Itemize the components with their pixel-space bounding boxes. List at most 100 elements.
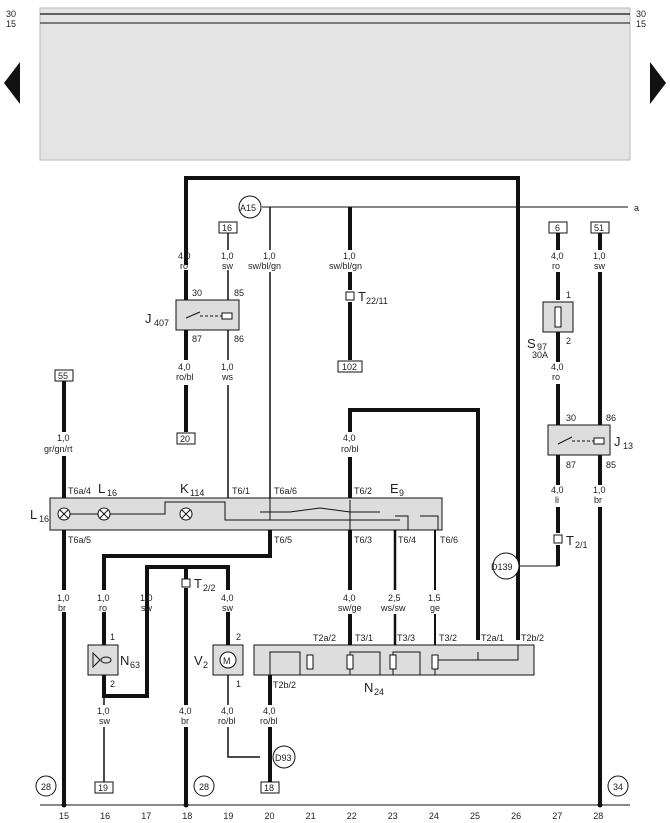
w2-size: 1,0 (221, 251, 234, 261)
column-number: 23 (388, 811, 398, 821)
svg-text:T6/4: T6/4 (398, 535, 416, 545)
column-number: 21 (306, 811, 316, 821)
svg-text:T2a/2: T2a/2 (313, 633, 336, 643)
top-panel (39, 7, 631, 161)
svg-text:T2b/2: T2b/2 (521, 633, 544, 643)
box-19 (94, 781, 114, 794)
t21-name: T (566, 533, 574, 548)
w21-size: 1,0 (97, 706, 110, 716)
svg-text:T6/2: T6/2 (354, 486, 372, 496)
k114-name: K (180, 481, 189, 496)
svg-text:T3/3: T3/3 (397, 633, 415, 643)
n63-name: N (120, 653, 129, 668)
v2-name: V (194, 653, 203, 668)
svg-text:T6/6: T6/6 (440, 535, 458, 545)
svg-text:51: 51 (594, 223, 604, 233)
column-number: 22 (347, 811, 357, 821)
svg-text:114: 114 (190, 488, 204, 498)
w7-color: gr/gn/rt (44, 444, 73, 454)
svg-text:2: 2 (110, 679, 115, 689)
svg-text:T6/3: T6/3 (354, 535, 372, 545)
svg-text:2: 2 (236, 632, 241, 642)
w3-color: sw/bl/gn (248, 261, 281, 271)
l16-top-name: L (98, 481, 105, 496)
w4-size: 1,0 (343, 251, 356, 261)
column-number: 20 (265, 811, 275, 821)
svg-text:T2a/1: T2a/1 (481, 633, 504, 643)
w22-size: 4,0 (179, 706, 192, 716)
w16-size: 1,0 (140, 593, 153, 603)
w11-size: 4,0 (551, 362, 564, 372)
rail-label-15: 15 (6, 19, 16, 29)
w14-color: br (58, 603, 66, 613)
svg-text:63: 63 (130, 660, 140, 670)
t21-sub: 2/1 (575, 540, 588, 550)
w21-color: sw (99, 716, 111, 726)
w20-size: 1,5 (428, 593, 441, 603)
svg-text:87: 87 (566, 460, 576, 470)
next-arrow-icon[interactable] (650, 62, 666, 104)
circle-28-left (35, 775, 57, 797)
svg-text:T6a/4: T6a/4 (68, 486, 91, 496)
svg-text:T6/5: T6/5 (274, 535, 292, 545)
w18-size: 4,0 (343, 593, 356, 603)
svg-text:T6a/5: T6a/5 (68, 535, 91, 545)
svg-text:1: 1 (236, 679, 241, 689)
svg-text:9: 9 (399, 488, 404, 498)
w12-color: li (555, 495, 559, 505)
column-number: 24 (429, 811, 439, 821)
column-number: 26 (511, 811, 521, 821)
box-18 (260, 781, 280, 794)
svg-text:T6/1: T6/1 (232, 486, 250, 496)
svg-text:28: 28 (199, 782, 209, 792)
svg-text:2/2: 2/2 (203, 583, 216, 593)
prev-arrow-icon[interactable] (4, 62, 20, 104)
j407-name: J (145, 311, 152, 326)
w14-size: 1,0 (57, 593, 70, 603)
svg-text:85: 85 (234, 288, 244, 298)
w22-color: br (181, 716, 189, 726)
svg-text:16: 16 (107, 488, 117, 498)
n24-name: N (364, 680, 373, 695)
rail-label-15-right: 15 (636, 19, 646, 29)
e9-name: E (390, 481, 399, 496)
w17-color: sw (222, 603, 234, 613)
column-number: 16 (100, 811, 110, 821)
s97-rating: 30A (532, 350, 548, 360)
svg-text:86: 86 (234, 334, 244, 344)
svg-text:1: 1 (110, 632, 115, 642)
w18-color: sw/ge (338, 603, 362, 613)
wire-loop-top (184, 176, 520, 640)
svg-text:30: 30 (566, 413, 576, 423)
w2-color: sw (222, 261, 234, 271)
box-20 (176, 432, 196, 445)
column-number: 19 (223, 811, 233, 821)
column-number: 17 (141, 811, 151, 821)
svg-text:T2b/2: T2b/2 (273, 680, 296, 690)
circle-28-mid (193, 775, 215, 797)
w1-size: 4,0 (178, 251, 191, 261)
w13-size: 1,0 (593, 485, 606, 495)
rail-label-30: 30 (6, 9, 16, 19)
w15-color: ro (99, 603, 107, 613)
circle-34 (607, 775, 629, 797)
w9-size: 4,0 (551, 251, 564, 261)
svg-text:D93: D93 (275, 753, 292, 763)
svg-text:20: 20 (180, 434, 190, 444)
box-102 (337, 360, 363, 373)
w23-color: ro/bl (218, 716, 236, 726)
w10-color: sw (594, 261, 606, 271)
w10-size: 1,0 (593, 251, 606, 261)
w24-size: 4,0 (263, 706, 276, 716)
s97-name: S (527, 336, 536, 351)
column-number: 28 (593, 811, 603, 821)
circle-a15 (238, 195, 262, 219)
j407-sub: 407 (154, 318, 169, 328)
w23-size: 4,0 (221, 706, 234, 716)
w7-size: 1,0 (57, 433, 70, 443)
column-number: 15 (59, 811, 69, 821)
svg-text:55: 55 (58, 371, 68, 381)
svg-text:87: 87 (192, 334, 202, 344)
l16-left-name: L (30, 507, 37, 522)
